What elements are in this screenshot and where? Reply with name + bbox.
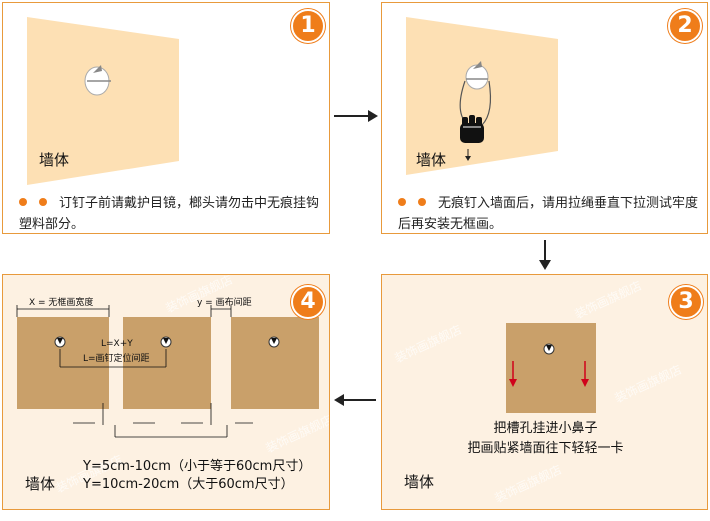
step-number-badge: 1 bbox=[291, 9, 325, 43]
hook-icon bbox=[465, 61, 489, 90]
step-caption-line-1: 把槽孔挂进小鼻子 bbox=[493, 421, 598, 436]
bullet-dot bbox=[39, 198, 47, 206]
spacing-spec-large: Y=10cm-20cm（大于60cm尺寸） bbox=[83, 477, 294, 492]
gap-dimension bbox=[210, 305, 232, 317]
bullet-dot bbox=[19, 198, 27, 206]
arrow-down-icon bbox=[509, 361, 517, 387]
step-description: 订钉子前请戴护目镜，榔头请勿击中无痕挂钩塑料部分。 bbox=[19, 196, 320, 232]
hook-icon bbox=[160, 336, 172, 348]
step-3-panel: 装饰画旗舰店 装饰画旗舰店 装饰画旗舰店 装饰画旗舰店 3 把槽孔挂进小鼻子 把… bbox=[381, 274, 708, 510]
arrow-down-icon bbox=[539, 240, 551, 270]
step-description: 无痕钉入墙面后，请用拉绳垂直下拉测试牢度后再安装无框画。 bbox=[398, 196, 699, 232]
wall-label: 墙体 bbox=[404, 473, 435, 491]
hook-spacing-dimension bbox=[59, 349, 167, 368]
hook-icon bbox=[84, 65, 111, 96]
formula-description: L=画钉定位间距 bbox=[83, 354, 150, 364]
arrow-down-icon bbox=[465, 149, 471, 161]
width-dimension bbox=[16, 305, 110, 317]
spacing-spec-small: Y=5cm-10cm（小于等于60cm尺寸） bbox=[83, 459, 312, 474]
wall-label: 墙体 bbox=[25, 475, 56, 493]
step-number-badge: 4 bbox=[291, 285, 325, 319]
step-4-illustration bbox=[16, 305, 319, 438]
hook-icon bbox=[268, 336, 280, 348]
formula-label: L=X+Y bbox=[101, 339, 133, 349]
wall-surface bbox=[27, 17, 179, 185]
arrow-left-icon bbox=[334, 394, 376, 406]
gap-label: y = 画布间距 bbox=[197, 298, 252, 308]
wall-surface bbox=[406, 17, 558, 175]
wall-label: 墙体 bbox=[39, 151, 70, 169]
canvas-frame bbox=[17, 317, 109, 409]
hook-icon bbox=[543, 343, 555, 355]
step-1-panel: 1 墙体 订钉子前请戴护目镜，榔头请勿击中无痕挂钩塑料部分。 bbox=[2, 2, 330, 234]
hook-icon bbox=[54, 336, 66, 348]
wall-label: 墙体 bbox=[416, 151, 447, 169]
canvas-frame bbox=[506, 323, 596, 413]
step-3-illustration bbox=[506, 323, 596, 413]
canvas-frame bbox=[123, 317, 211, 409]
step-1-illustration bbox=[27, 17, 179, 185]
arrow-down-icon bbox=[581, 361, 589, 387]
step-4-panel: 装饰画旗舰店 装饰画旗舰店 装饰画旗舰店 bbox=[2, 274, 330, 510]
step-2-illustration bbox=[406, 17, 558, 175]
arrow-right-icon bbox=[334, 110, 378, 122]
canvas-frame bbox=[231, 317, 319, 409]
step-2-panel: 2 墙体 无痕钉入墙面后，请用拉绳垂直下拉测试牢度后再安装无框画。 bbox=[381, 2, 708, 234]
step-caption-line-2: 把画贴紧墙面往下轻轻一卡 bbox=[467, 441, 624, 456]
fist-icon bbox=[460, 115, 484, 143]
width-label: X = 无框画宽度 bbox=[29, 298, 94, 308]
step-number-badge: 2 bbox=[668, 9, 702, 43]
bottom-dimension bbox=[73, 403, 253, 438]
bullet-dot bbox=[418, 198, 426, 206]
bullet-dot bbox=[398, 198, 406, 206]
step-number-badge: 3 bbox=[669, 285, 703, 319]
